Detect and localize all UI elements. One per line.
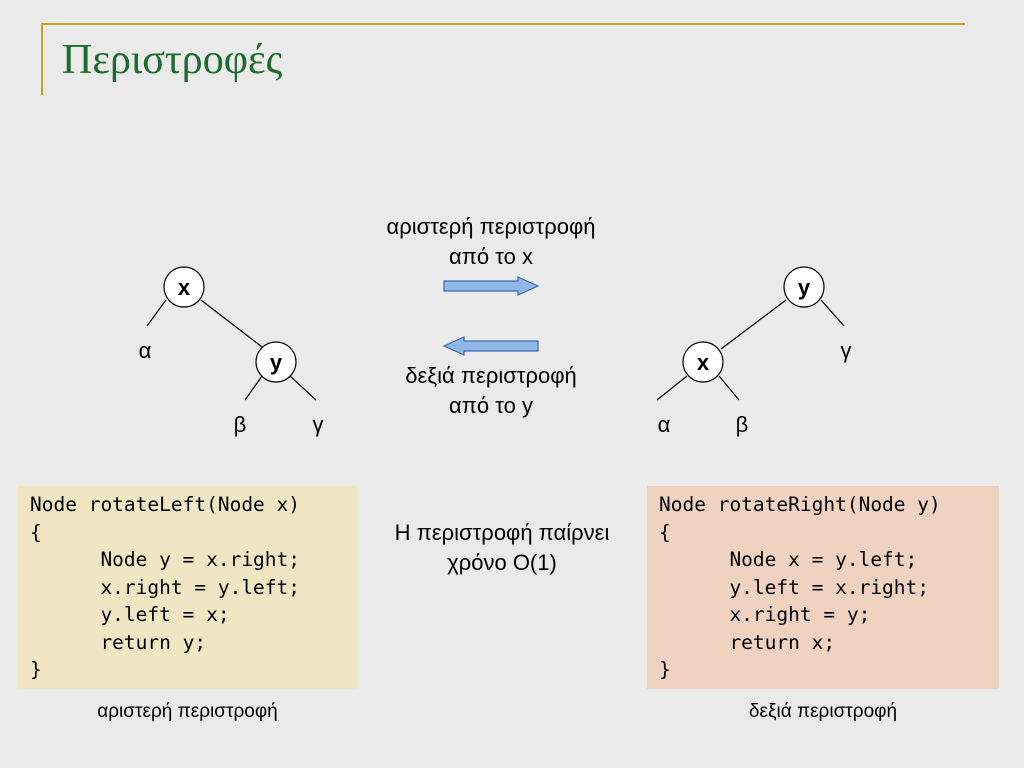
complexity-line1: Η περιστροφή παίρνει (394, 520, 610, 545)
arrow-left-icon (442, 336, 539, 356)
svg-text:y: y (798, 275, 811, 300)
svg-text:x: x (697, 350, 710, 375)
caption-right: δεξιά περιστροφή (748, 701, 898, 722)
title-rule-top (43, 23, 965, 25)
left-rotation-label-line1: αριστερή περιστροφή (386, 214, 596, 239)
left-tree-node-child: y (255, 341, 297, 383)
right-tree-node-root: y (783, 266, 825, 308)
complexity-line2: χρόνο O(1) (447, 550, 557, 575)
right-tree-edges (656, 299, 845, 401)
title-rule-left (41, 23, 43, 95)
left-leaf-alpha: α (139, 338, 152, 363)
left-leaf-beta: β (234, 412, 247, 437)
rotate-right-code: Node rotateRight(Node y) { Node x = y.le… (647, 486, 999, 689)
svg-text:y: y (270, 350, 283, 375)
right-rotation-label-line1: δεξιά περιστροφή (405, 363, 577, 388)
right-rotation-label-line2: από το y (449, 393, 533, 418)
caption-left: αριστερή περιστροφή (97, 701, 278, 722)
left-tree-edges (146, 299, 317, 401)
right-leaf-gamma: γ (841, 338, 852, 363)
right-leaf-beta: β (736, 412, 749, 437)
right-rotation-label: δεξιά περιστροφή από το y (341, 361, 641, 421)
arrow-right-icon (443, 276, 540, 296)
left-tree-node-root: x (163, 266, 205, 308)
complexity-note: Η περιστροφή παίρνει χρόνο O(1) (362, 518, 642, 578)
right-tree-node-child: x (682, 341, 724, 383)
svg-text:x: x (178, 275, 191, 300)
left-rotation-label-line2: από το x (449, 244, 533, 269)
left-rotation-label: αριστερή περιστροφή από το x (341, 212, 641, 272)
rotate-left-code: Node rotateLeft(Node x) { Node y = x.rig… (18, 486, 357, 689)
slide-title: Περιστροφές (62, 37, 283, 83)
right-leaf-alpha: α (658, 412, 671, 437)
left-leaf-gamma: γ (313, 412, 324, 437)
